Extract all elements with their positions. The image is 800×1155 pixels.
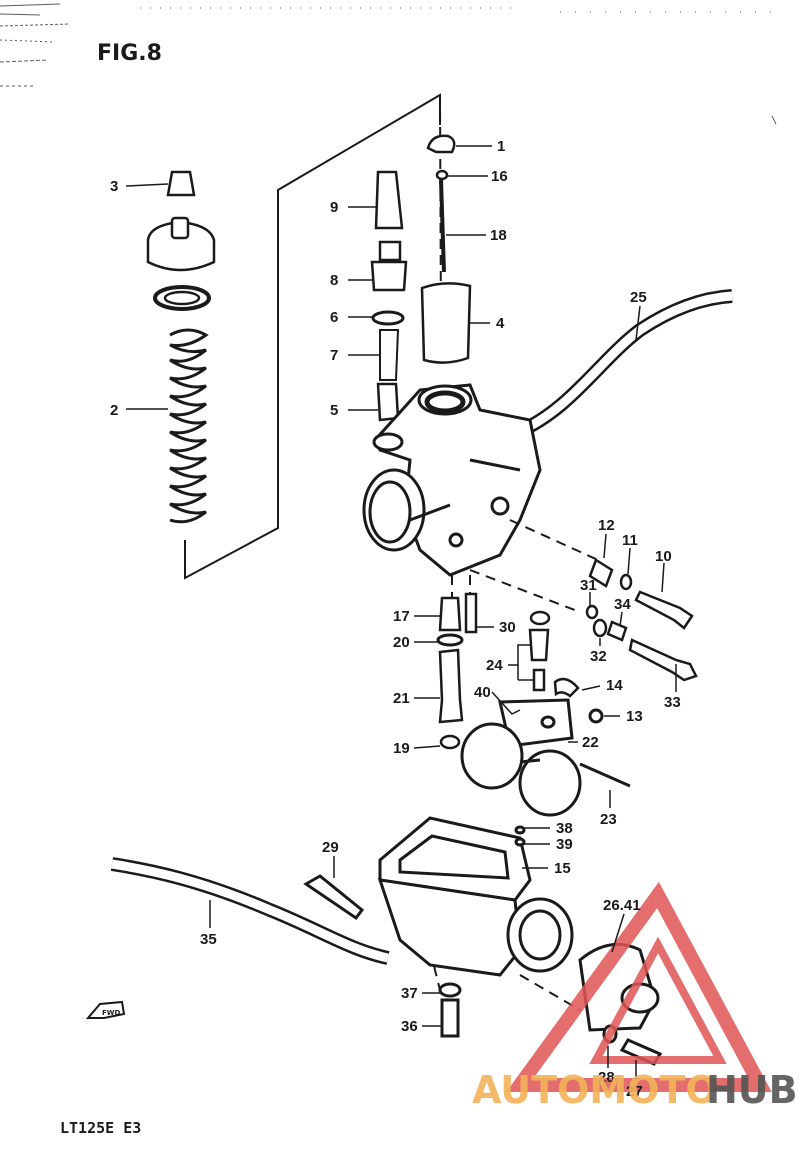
model-code: LT125E E3	[60, 1119, 141, 1137]
callout-15: 15	[554, 860, 571, 877]
callout-40: 40	[474, 684, 491, 701]
callout-5: 5	[330, 402, 338, 419]
callout-17: 17	[393, 608, 410, 625]
callout-25: 25	[630, 289, 647, 306]
callout-39: 39	[556, 836, 573, 853]
callout-10: 10	[655, 548, 672, 565]
callout-37: 37	[401, 985, 418, 1002]
callout-29: 29	[322, 839, 339, 856]
jet-needle-assembly	[370, 170, 408, 422]
fwd-arrow-icon: FWD	[85, 1000, 126, 1019]
callout-31: 31	[580, 577, 597, 594]
callout-6: 6	[330, 309, 338, 326]
callout-30: 30	[499, 619, 516, 636]
callout-2: 2	[110, 402, 118, 419]
figure-title: FIG.8	[97, 41, 162, 66]
callout-11: 11	[622, 532, 638, 549]
callout-32: 32	[590, 648, 607, 665]
spring-part	[169, 328, 209, 524]
callout-labels: 1 16 3 9 18 8 25 6 4 7 2 5 12 11 10 31 3…	[110, 138, 681, 1100]
fwd-label: FWD	[102, 1009, 121, 1017]
callout-23: 23	[600, 811, 617, 828]
drain-hose-fill	[111, 859, 389, 963]
air-screw-parts	[585, 558, 698, 682]
callout-22: 22	[582, 734, 599, 751]
float-bowl	[303, 816, 574, 1038]
leader-lines	[125, 145, 677, 1080]
mixing-chamber-top	[146, 170, 216, 311]
callout-28: 28	[598, 1069, 615, 1086]
callout-13: 13	[626, 708, 643, 725]
callout-21: 21	[393, 690, 410, 707]
callout-14: 14	[606, 677, 623, 694]
callout-36: 36	[401, 1018, 418, 1035]
callout-12: 12	[598, 517, 615, 534]
callout-1: 1	[497, 138, 505, 155]
scan-noise	[0, 3, 780, 125]
hose-fill	[516, 291, 733, 437]
callout-8: 8	[330, 272, 338, 289]
float-assembly	[460, 698, 631, 817]
callout-33: 33	[664, 694, 681, 711]
watermark-part2: HUB	[706, 1068, 798, 1112]
callout-35: 35	[200, 931, 217, 948]
callout-9: 9	[330, 199, 338, 216]
callout-7: 7	[330, 347, 338, 364]
watermark-part1: AUTOMOTO	[472, 1068, 718, 1112]
callout-38: 38	[556, 820, 573, 837]
callout-20: 20	[393, 634, 410, 651]
callout-19: 19	[393, 740, 410, 757]
callout-26-41: 26.41	[603, 897, 641, 914]
callout-24: 24	[486, 657, 503, 674]
callout-34: 34	[614, 596, 631, 613]
throttle-slide-assembly	[420, 134, 472, 364]
callout-18: 18	[490, 227, 507, 244]
callout-4: 4	[496, 315, 505, 332]
callout-16: 16	[491, 168, 508, 185]
carburetor-body	[362, 383, 542, 577]
jet-parts	[436, 592, 580, 750]
callout-3: 3	[110, 178, 118, 195]
watermark-logo	[506, 881, 772, 1092]
callout-27: 27	[626, 1083, 643, 1100]
watermark-text: AUTOMOTO HUB	[472, 1068, 798, 1112]
